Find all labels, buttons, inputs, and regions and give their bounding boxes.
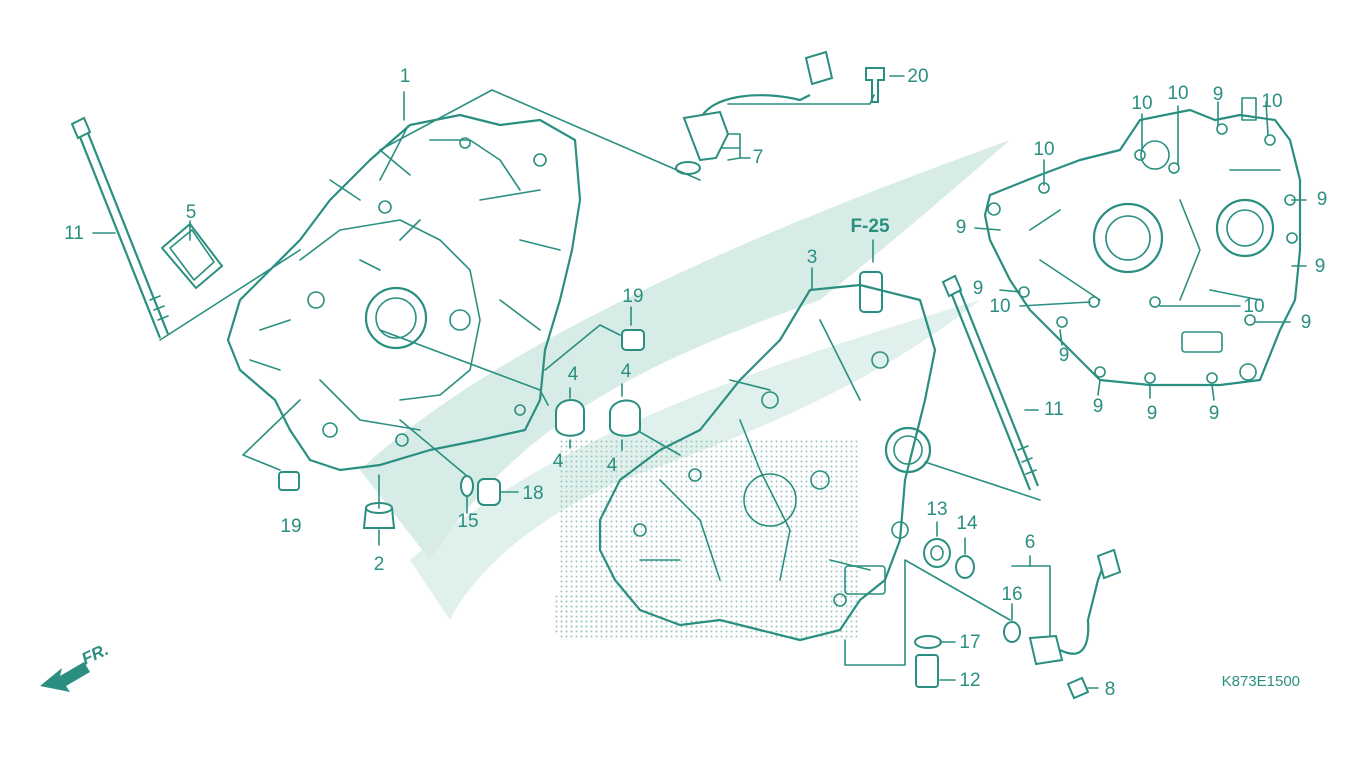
callout-10[interactable]: 10 bbox=[1243, 296, 1264, 317]
callout-9[interactable]: 9 bbox=[1315, 256, 1326, 277]
callout-9[interactable]: 9 bbox=[1059, 345, 1070, 366]
callout-19[interactable]: 19 bbox=[280, 516, 301, 537]
front-direction-arrow: FR. bbox=[40, 640, 112, 692]
callout-9[interactable]: 9 bbox=[1209, 403, 1220, 424]
callout-9[interactable]: 9 bbox=[1093, 396, 1104, 417]
callout-15[interactable]: 15 bbox=[457, 511, 478, 532]
callout-4[interactable]: 4 bbox=[553, 451, 564, 472]
callout-19[interactable]: 19 bbox=[622, 286, 643, 307]
callout-8[interactable]: 8 bbox=[1105, 679, 1116, 700]
callout-4[interactable]: 4 bbox=[621, 361, 632, 382]
callout-13[interactable]: 13 bbox=[926, 499, 947, 520]
callout-11[interactable]: 11 bbox=[64, 223, 84, 244]
right-crankcase-half bbox=[598, 271, 937, 642]
callout-16[interactable]: 16 bbox=[1001, 584, 1022, 605]
callout-14[interactable]: 14 bbox=[956, 513, 978, 534]
left-crankcase-half bbox=[226, 113, 582, 472]
callout-10[interactable]: 10 bbox=[1167, 83, 1188, 104]
stud-bolt-right bbox=[941, 274, 1040, 491]
callout-3[interactable]: 3 bbox=[807, 247, 818, 268]
callout-18[interactable]: 18 bbox=[522, 483, 543, 504]
callout-4[interactable]: 4 bbox=[568, 364, 579, 385]
callout-9[interactable]: 9 bbox=[973, 278, 984, 299]
callout-20[interactable]: 20 bbox=[907, 66, 928, 87]
callout-7[interactable]: 7 bbox=[753, 147, 764, 168]
callout-10[interactable]: 10 bbox=[1033, 139, 1054, 160]
callout-10[interactable]: 10 bbox=[1261, 91, 1282, 112]
reference-link-f25[interactable]: F-25 bbox=[850, 216, 890, 237]
callout-1[interactable]: 1 bbox=[400, 66, 411, 87]
crankcase-outline-view bbox=[983, 97, 1302, 387]
callout-5[interactable]: 5 bbox=[186, 202, 197, 223]
small-parts-right bbox=[914, 538, 1122, 700]
callout-4[interactable]: 4 bbox=[607, 455, 618, 476]
stud-bolt-left bbox=[70, 116, 170, 339]
callout-12[interactable]: 12 bbox=[959, 670, 980, 691]
crank-bearings bbox=[555, 399, 641, 437]
callout-10[interactable]: 10 bbox=[989, 296, 1010, 317]
callout-2[interactable]: 2 bbox=[374, 554, 385, 575]
callout-17[interactable]: 17 bbox=[959, 632, 980, 653]
callout-11[interactable]: 11 bbox=[1044, 399, 1064, 420]
callout-9[interactable]: 9 bbox=[956, 217, 967, 238]
callout-labels: 1 2 3 4 4 4 4 5 6 7 8 9 9 9 9 9 9 9 9 9 … bbox=[64, 66, 1327, 700]
diagram-code: K873E1500 bbox=[1222, 673, 1300, 690]
callout-10[interactable]: 10 bbox=[1131, 93, 1152, 114]
oil-strainer-screen bbox=[160, 222, 224, 290]
dotted-shadow bbox=[555, 440, 860, 640]
callout-9[interactable]: 9 bbox=[1301, 312, 1312, 333]
callout-9[interactable]: 9 bbox=[1147, 403, 1158, 424]
callout-6[interactable]: 6 bbox=[1025, 532, 1036, 553]
speed-sensor-upper bbox=[675, 50, 885, 175]
wing-watermark bbox=[360, 140, 1010, 620]
callout-9[interactable]: 9 bbox=[1317, 189, 1328, 210]
callout-9[interactable]: 9 bbox=[1213, 84, 1224, 105]
leader-lines bbox=[92, 75, 1307, 689]
